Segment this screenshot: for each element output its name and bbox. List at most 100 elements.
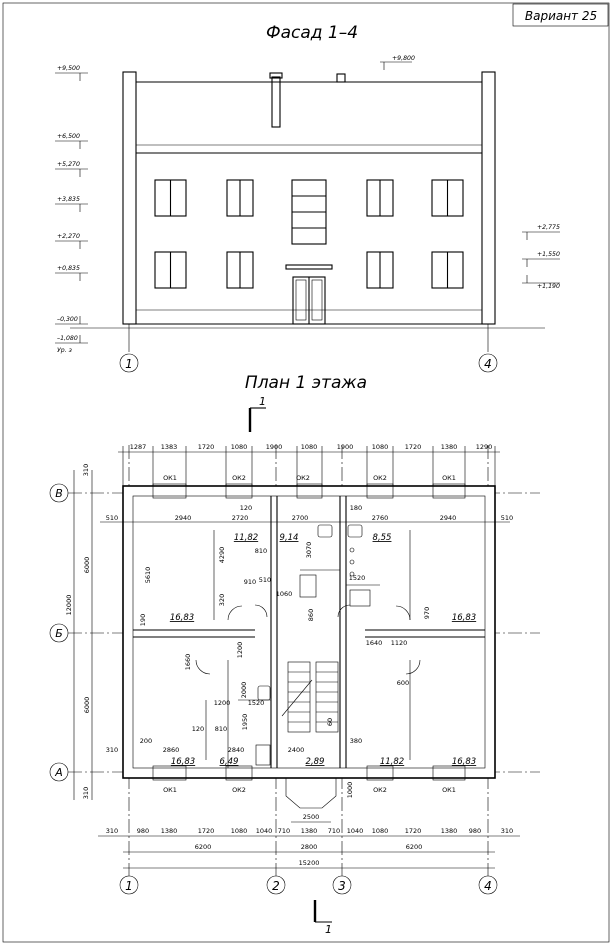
svg-text:4290: 4290 [218,547,226,564]
svg-text:3: 3 [338,879,346,893]
window-marks: ОК1 ОК2 ОК2 ОК2 ОК1 ОК1 ОК2 ОК2 ОК1 [163,474,456,794]
svg-text:1520: 1520 [248,699,265,707]
svg-text:3070: 3070 [305,542,313,559]
room-area-r9: 11,82 [380,757,404,767]
svg-text:380: 380 [350,737,362,745]
facade-building [70,71,545,329]
svg-text:1080: 1080 [301,443,318,451]
svg-text:710: 710 [328,827,340,835]
svg-text:ОК2: ОК2 [232,474,246,482]
svg-text:1080: 1080 [372,827,389,835]
svg-text:–1,080: –1,080 [57,335,78,342]
plan-walls [122,485,496,779]
svg-text:190: 190 [139,614,147,626]
facade-levels-left: +9,500 +6,500 +5,270 +3,835 +2,270 +0,83… [55,65,88,354]
section-mark-top: 1 [248,395,266,432]
svg-text:2940: 2940 [440,514,457,522]
svg-text:320: 320 [218,594,226,606]
svg-text:710: 710 [278,827,290,835]
svg-text:180: 180 [350,504,362,512]
room-areas: 16,83 11,82 9,14 8,55 16,83 16,83 6,49 2… [170,533,476,767]
svg-text:510: 510 [259,576,271,584]
svg-text:120: 120 [192,725,204,733]
svg-text:1380: 1380 [441,443,458,451]
svg-text:6000: 6000 [83,557,91,574]
svg-text:А: А [54,766,63,779]
svg-text:ОК1: ОК1 [163,786,177,794]
svg-text:+6,500: +6,500 [57,133,80,140]
svg-text:6200: 6200 [195,843,212,851]
svg-text:310: 310 [82,464,90,476]
svg-text:1200: 1200 [214,699,231,707]
plan-title: План 1 этажа [245,373,367,393]
svg-text:1900: 1900 [337,443,354,451]
sanitary-fixtures [255,524,371,766]
svg-text:6000: 6000 [83,697,91,714]
room-area-r8: 2,89 [306,757,325,767]
svg-text:1383: 1383 [161,443,178,451]
svg-text:60: 60 [326,718,334,726]
stair [281,661,339,809]
svg-text:+1,190: +1,190 [537,283,560,290]
svg-text:1900: 1900 [266,443,283,451]
svg-text:860: 860 [307,609,315,621]
svg-text:Ур. з: Ур. з [57,347,73,354]
svg-text:1200: 1200 [236,642,244,659]
svg-text:ОК2: ОК2 [373,474,387,482]
svg-text:1720: 1720 [198,443,215,451]
svg-text:1520: 1520 [349,574,366,582]
svg-text:810: 810 [215,725,227,733]
svg-text:5610: 5610 [144,567,152,584]
svg-text:310: 310 [106,746,118,754]
svg-text:1120: 1120 [391,639,408,647]
room-area-r3: 9,14 [280,533,299,543]
svg-text:1000: 1000 [346,782,354,799]
plan-windows [152,483,466,781]
svg-text:6200: 6200 [406,843,423,851]
svg-text:310: 310 [82,787,90,799]
svg-text:1660: 1660 [184,654,192,671]
svg-text:4: 4 [484,357,492,371]
plan-bottom-dims: 310 980 1380 1720 1080 1040 710 1380 710… [98,827,520,869]
svg-text:310: 310 [106,827,118,835]
svg-text:+5,270: +5,270 [57,161,80,168]
svg-text:+0,835: +0,835 [57,265,80,272]
svg-text:2800: 2800 [301,843,318,851]
plan-axis-numbers: 1 2 3 4 [119,875,498,895]
svg-text:200: 200 [140,737,152,745]
door-swings [195,604,421,675]
svg-text:12000: 12000 [65,595,73,616]
svg-text:ОК1: ОК1 [163,474,177,482]
room-area-r2: 11,82 [234,533,258,543]
svg-text:1: 1 [259,395,266,408]
svg-text:1720: 1720 [405,443,422,451]
svg-text:15200: 15200 [299,859,320,867]
svg-text:1640: 1640 [366,639,383,647]
svg-text:2860: 2860 [163,746,180,754]
svg-text:+1,550: +1,550 [537,251,560,258]
svg-text:2500: 2500 [303,813,320,821]
plan-top-dims: 1287 1383 1720 1080 1900 1080 1900 1080 … [118,443,500,486]
svg-text:1080: 1080 [372,443,389,451]
variant-box [512,3,609,27]
svg-text:1080: 1080 [231,443,248,451]
svg-text:810: 810 [255,547,267,555]
svg-text:510: 510 [106,514,118,522]
svg-text:1720: 1720 [198,827,215,835]
svg-text:2400: 2400 [288,746,305,754]
svg-text:2720: 2720 [232,514,249,522]
svg-text:1040: 1040 [256,827,273,835]
svg-text:–0,300: –0,300 [57,316,78,323]
svg-text:980: 980 [137,827,149,835]
room-area-r1: 16,83 [170,613,194,623]
room-area-r6: 16,83 [171,757,195,767]
stair-width-dim: 2500 [291,813,331,823]
svg-text:1950: 1950 [241,714,249,731]
svg-text:310: 310 [501,827,513,835]
room-area-r7: 6,49 [220,757,239,767]
svg-text:+2,270: +2,270 [57,233,80,240]
svg-text:1380: 1380 [161,827,178,835]
svg-text:2: 2 [272,879,280,893]
plan-axis-letters: В Б А [49,483,69,782]
svg-text:1: 1 [125,357,133,371]
